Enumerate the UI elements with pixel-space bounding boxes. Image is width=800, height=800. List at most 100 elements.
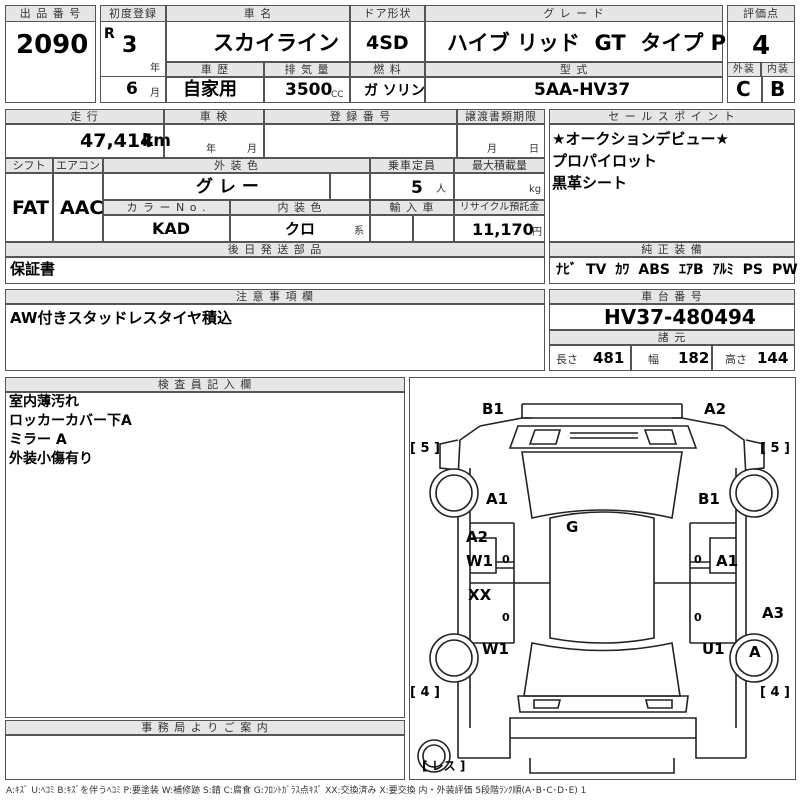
color-header: 外 装 色 xyxy=(103,158,370,173)
spec-box xyxy=(549,345,795,371)
color-value: グ レ ー xyxy=(196,177,259,197)
spec-header: 諸 元 xyxy=(549,330,795,345)
equip-header: 純 正 装 備 xyxy=(549,242,795,257)
sales-points: ★オークションデビュー★ プロパイロット 黒革シート xyxy=(552,130,729,192)
inspector-box xyxy=(5,392,405,718)
inspector-notes: 室内薄汚れ ロッカーカバー下A ミラー A 外装小傷有り xyxy=(9,394,132,467)
intcolor-header: 内 装 色 xyxy=(230,200,370,215)
disp-box xyxy=(264,77,350,103)
damage-w1-left: W1 xyxy=(466,552,493,570)
recycle-box xyxy=(454,215,545,242)
tire-front-left: [ 5 ] xyxy=(410,441,440,456)
ext-score: C xyxy=(736,77,751,101)
lot-number: 2090 xyxy=(16,30,89,60)
seats-header: 乗車定員 xyxy=(370,158,454,173)
equip-airbag: ｴｱB xyxy=(678,262,704,278)
color-divider xyxy=(329,173,331,200)
spec-div-2 xyxy=(711,345,713,371)
fuel-box xyxy=(350,77,425,103)
office-header: 事 務 局 よ り ご 案 内 xyxy=(5,720,405,735)
inspect-box xyxy=(164,124,264,158)
inspect-month-unit: 月 xyxy=(247,144,257,155)
recycle-header: リサイクル預託金 xyxy=(454,200,545,215)
inspector-header: 検 査 員 記 入 欄 xyxy=(5,377,405,392)
grade-value: ハイブ リッド GT タイプ P xyxy=(447,31,727,55)
mileage-box xyxy=(5,124,164,158)
score-divider xyxy=(761,77,763,103)
load-header: 最大積載量 xyxy=(454,158,545,173)
damage-a2-left: A2 xyxy=(466,528,489,546)
fuel-header: 燃 料 xyxy=(350,62,425,77)
chassis-value: HV37-480494 xyxy=(604,305,756,329)
notes-header: 注 意 事 項 欄 xyxy=(5,289,545,304)
score-header: 評価点 xyxy=(727,5,795,22)
reg-month-unit: 月 xyxy=(150,88,160,99)
shift-value: FAT xyxy=(12,197,49,219)
disp-value: 3500 xyxy=(285,80,333,100)
equip-box xyxy=(549,257,795,284)
later-box xyxy=(5,257,545,284)
color-box xyxy=(103,173,370,200)
shift-box xyxy=(5,173,53,242)
car-outline xyxy=(417,403,779,774)
disp-unit: CC xyxy=(331,90,344,100)
spare-tire: [ レス ] xyxy=(422,759,466,773)
inspect-header: 車 検 xyxy=(164,109,264,124)
score-value: 4 xyxy=(752,31,771,61)
colorno-header: カ ラ ー N o . xyxy=(103,200,230,215)
chassis-box xyxy=(549,304,795,330)
spec-height-label: 高さ xyxy=(725,353,747,366)
equip-alloy: ｱﾙﾐ xyxy=(712,262,734,278)
recycle-unit: 円 xyxy=(532,227,542,238)
equip-nav: ﾅﾋﾞ xyxy=(556,262,577,278)
name-header: 車 名 xyxy=(166,5,350,22)
car-name: スカイライン xyxy=(213,31,339,55)
door-value: 4SD xyxy=(366,32,409,54)
inspect-year-unit: 年 xyxy=(206,144,216,155)
later-header: 後 日 発 送 部 品 xyxy=(5,242,545,257)
load-unit: kg xyxy=(529,184,542,195)
int-score: B xyxy=(770,77,786,101)
reg-year: 3 xyxy=(122,33,138,58)
equip-leather: ｶﾜ xyxy=(615,262,630,278)
grade-header: グ レ ー ド xyxy=(425,5,723,22)
regno-header: 登 録 番 号 xyxy=(264,109,457,124)
reg-era: R xyxy=(104,26,115,42)
intcolor-unit: 系 xyxy=(354,226,364,237)
hist-box xyxy=(166,77,264,103)
spec-length-label: 長さ xyxy=(556,353,578,366)
lot-header: 出 品 番 号 xyxy=(5,5,96,22)
later-value: 保証書 xyxy=(10,260,56,278)
intcolor-box xyxy=(230,215,370,242)
colorno-value: KAD xyxy=(152,219,191,238)
damage-b1-right: B1 xyxy=(698,490,720,508)
damage-a1-right: A1 xyxy=(716,552,739,570)
spec-div-1 xyxy=(630,345,632,371)
spec-width-label: 幅 xyxy=(648,353,659,366)
model-value: 5AA-HV37 xyxy=(534,80,631,100)
transfer-box xyxy=(457,124,545,158)
transfer-day-unit: 日 xyxy=(529,144,539,155)
ac-value: AAC xyxy=(60,197,104,219)
damage-a1-left: A1 xyxy=(486,490,509,508)
damage-u1-right: U1 xyxy=(702,640,725,658)
dent-mark-right-rear: 0 xyxy=(694,611,702,624)
shift-header: シフト xyxy=(5,158,53,173)
tire-front-right: [ 5 ] xyxy=(760,441,790,456)
spec-length: 481 xyxy=(593,349,625,367)
regno-box xyxy=(264,124,457,158)
sales-header: セ ー ル ス ポ イ ン ト xyxy=(549,109,795,124)
mileage-header: 走 行 xyxy=(5,109,164,124)
damage-a2-front: A2 xyxy=(704,400,727,418)
equip-tv: TV xyxy=(586,262,607,278)
colorno-box xyxy=(103,215,230,242)
tire-rear-right: [ 4 ] xyxy=(760,685,790,700)
sales-box xyxy=(549,124,795,242)
load-box xyxy=(454,173,545,200)
ac-box xyxy=(53,173,103,242)
recycle-value: 11,170 xyxy=(472,220,534,239)
damage-diagram: B1 A2 [ 5 ] [ 5 ] A1 B1 A2 G W1 0 0 A1 X… xyxy=(409,377,796,780)
transfer-month-unit: 月 xyxy=(487,144,497,155)
damage-a-rear-tire: A xyxy=(749,643,761,661)
